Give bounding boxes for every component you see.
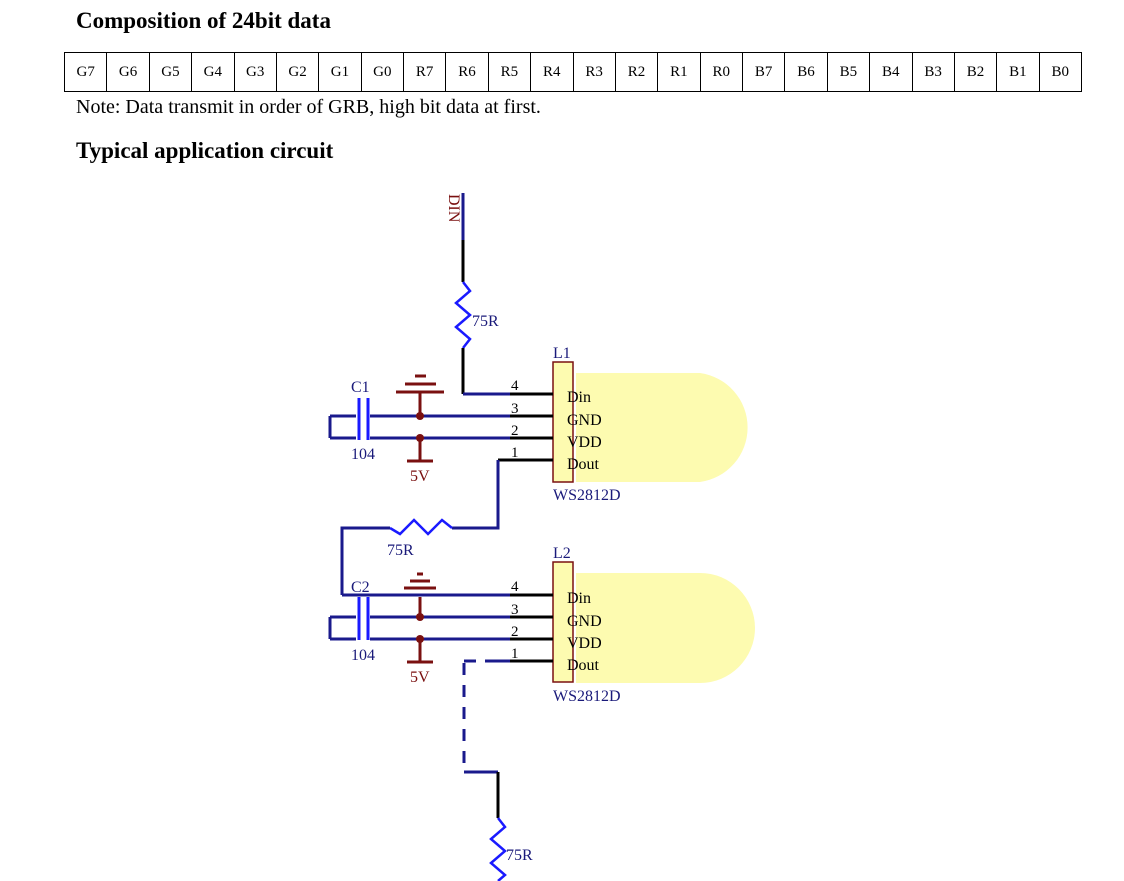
resistor-top: 75R (454, 281, 499, 394)
bit-cell: G7 (63, 52, 108, 92)
bit-cell: G3 (233, 52, 277, 92)
bit-cell: R3 (572, 52, 616, 92)
led-l2-pin-gnd: GND (567, 613, 602, 630)
led-l2-pin-num-2: 2 (511, 624, 519, 640)
gnd-symbol-2 (404, 572, 436, 621)
section-title-circuit: Typical application circuit (76, 138, 334, 163)
bit-cell: G1 (318, 52, 362, 92)
capacitor-c1: C1 104 (351, 379, 375, 463)
bit-cell: R5 (487, 52, 532, 92)
led-l2-pin-din: Din (567, 590, 591, 607)
din-label: DIN (445, 194, 462, 223)
led-l1-pin-vdd: VDD (567, 434, 602, 451)
led-l2-pin-dout: Dout (567, 657, 600, 674)
bit-cell: R4 (530, 52, 574, 92)
capacitor-c2-value: 104 (351, 647, 375, 664)
led-l1-pin-num-1: 1 (511, 445, 519, 461)
resistor-top-value: 75R (472, 313, 499, 330)
bit-cell: R2 (614, 52, 659, 92)
bit-cell: G4 (191, 52, 235, 92)
capacitor-c2-ref: C2 (351, 579, 370, 596)
resistor-middle-value: 75R (387, 542, 414, 559)
led-l2-pin-num-3: 3 (511, 602, 519, 618)
led-l2-pin-num-4: 4 (511, 579, 519, 595)
led-l1-part: WS2812D (553, 487, 621, 504)
resistor-bottom: 75R (489, 817, 533, 881)
bit-cell: B0 (1038, 52, 1083, 92)
led-l1-pin-num-2: 2 (511, 423, 519, 439)
bit-cell: B1 (996, 52, 1040, 92)
resistor-middle: 75R (340, 518, 453, 595)
bit-cell: B7 (741, 52, 786, 92)
bit-cell: B4 (869, 52, 913, 92)
bit-cell: R7 (402, 52, 447, 92)
bit-cell: G6 (106, 52, 150, 92)
continuation-dashed (462, 663, 500, 818)
capacitor-c2: C2 104 (351, 579, 375, 664)
led-l2-part: WS2812D (553, 688, 621, 705)
supply-label-2: 5V (410, 669, 430, 686)
led-l1-pin-din: Din (567, 389, 591, 406)
bit-cell: R6 (445, 52, 489, 92)
capacitor-c1-ref: C1 (351, 379, 370, 396)
bit-cell: B2 (953, 52, 998, 92)
led-l1-ref: L1 (553, 345, 571, 362)
led-l2-pin-num-1: 1 (511, 646, 519, 662)
din-input: DIN (445, 193, 465, 282)
transmission-note: Note: Data transmit in order of GRB, hig… (76, 96, 541, 118)
bit-cell: B5 (826, 52, 871, 92)
led-l1-pin-gnd: GND (567, 412, 602, 429)
led-l2-ref: L2 (553, 545, 571, 562)
led-l2: L2 WS2812D Din GND VDD Dout 4 3 2 1 (511, 545, 755, 705)
led-l1: L1 WS2812D Din GND VDD Dout 4 3 2 1 (511, 345, 748, 504)
resistor-bottom-value: 75R (506, 847, 533, 864)
supply-label-1: 5V (410, 468, 430, 485)
section-title-24bit: Composition of 24bit data (76, 8, 331, 33)
led-l1-pin-num-4: 4 (511, 378, 519, 394)
vdd-symbol-2: 5V (407, 635, 433, 686)
bit-cell: B6 (784, 52, 828, 92)
vdd-symbol-1: 5V (407, 434, 433, 485)
gnd-symbol-1 (396, 374, 444, 420)
bit-cell: G0 (360, 52, 405, 92)
bit-cell: G5 (148, 52, 193, 92)
capacitor-c1-value: 104 (351, 446, 375, 463)
led-l1-pin-num-3: 3 (511, 401, 519, 417)
led-l2-pin-vdd: VDD (567, 635, 602, 652)
led-l1-pin-dout: Dout (567, 456, 600, 473)
